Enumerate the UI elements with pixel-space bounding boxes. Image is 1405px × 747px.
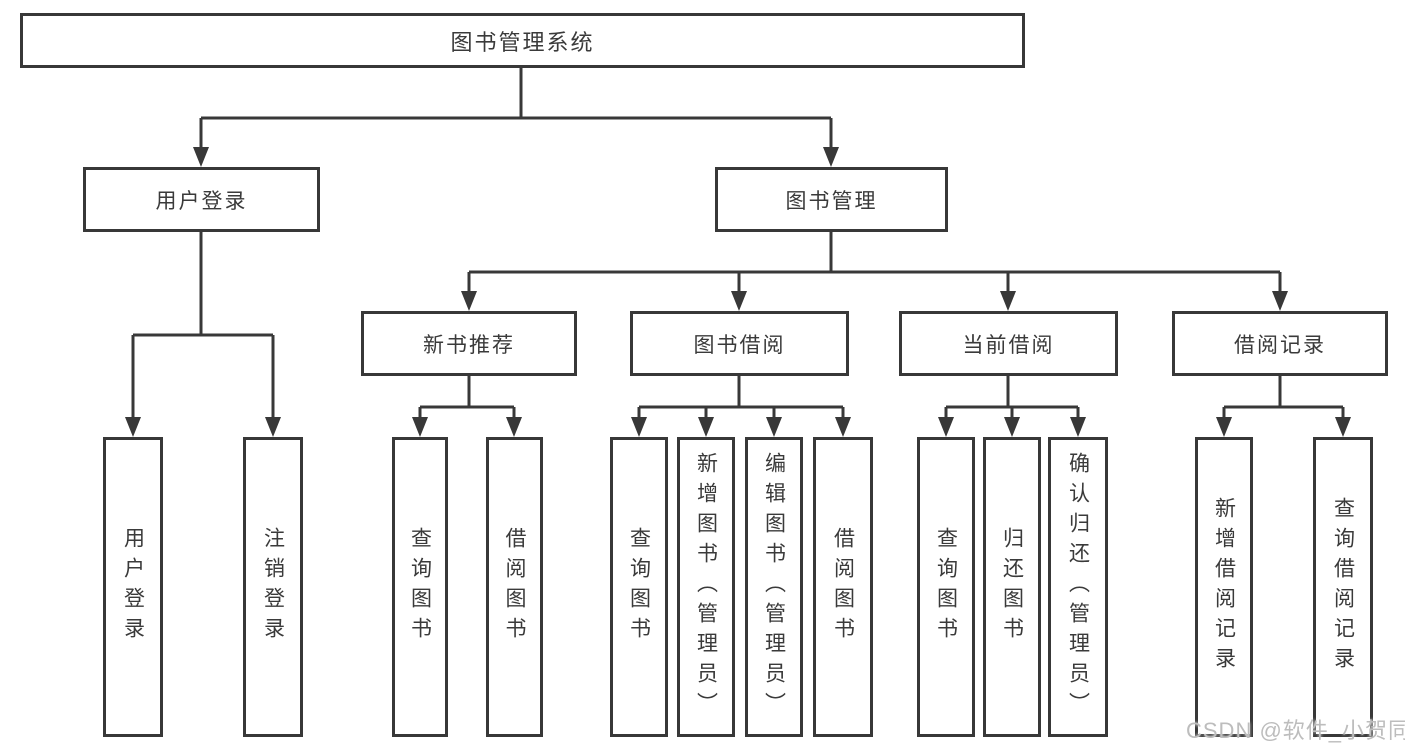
node-user-login: 用户登录 bbox=[83, 167, 320, 232]
node-borrow-records: 借阅记录 bbox=[1172, 311, 1388, 376]
node-leaf-query-book-borrow: 查询图书 bbox=[610, 437, 668, 737]
node-book-management-label: 图书管理 bbox=[785, 189, 878, 213]
node-leaf-return-book-label: 归还图书 bbox=[1000, 527, 1024, 647]
node-leaf-query-book-current: 查询图书 bbox=[917, 437, 975, 737]
node-leaf-query-borrow-record-label: 查询借阅记录 bbox=[1331, 497, 1355, 677]
node-leaf-borrow-book-recommend: 借阅图书 bbox=[486, 437, 543, 737]
node-user-login-label: 用户登录 bbox=[155, 189, 248, 213]
node-root: 图书管理系统 bbox=[20, 13, 1025, 68]
node-leaf-query-book-current-label: 查询图书 bbox=[934, 527, 958, 647]
node-new-book-recommend-label: 新书推荐 bbox=[423, 333, 515, 357]
node-current-borrow: 当前借阅 bbox=[899, 311, 1118, 376]
node-leaf-logout: 注销登录 bbox=[243, 437, 303, 737]
node-leaf-confirm-return-admin-label: 确认归还（管理员） bbox=[1066, 452, 1090, 722]
node-leaf-logout-label: 注销登录 bbox=[261, 527, 285, 647]
node-leaf-user-login-label: 用户登录 bbox=[121, 527, 145, 647]
node-current-borrow-label: 当前借阅 bbox=[962, 333, 1055, 357]
node-leaf-return-book: 归还图书 bbox=[983, 437, 1041, 737]
node-leaf-query-book-borrow-label: 查询图书 bbox=[627, 527, 651, 647]
csdn-watermark: CSDN @软件_小贺同学 bbox=[1186, 718, 1405, 743]
node-leaf-add-borrow-record: 新增借阅记录 bbox=[1195, 437, 1253, 737]
node-leaf-user-login: 用户登录 bbox=[103, 437, 163, 737]
node-book-borrow: 图书借阅 bbox=[630, 311, 849, 376]
node-new-book-recommend: 新书推荐 bbox=[361, 311, 577, 376]
node-leaf-query-book-recommend-label: 查询图书 bbox=[408, 527, 432, 647]
node-book-borrow-label: 图书借阅 bbox=[693, 333, 786, 357]
node-leaf-add-book-admin-label: 新增图书（管理员） bbox=[694, 452, 718, 722]
node-borrow-records-label: 借阅记录 bbox=[1234, 333, 1326, 357]
node-leaf-query-borrow-record: 查询借阅记录 bbox=[1313, 437, 1373, 737]
node-leaf-add-book-admin: 新增图书（管理员） bbox=[677, 437, 735, 737]
node-leaf-query-book-recommend: 查询图书 bbox=[392, 437, 448, 737]
node-leaf-edit-book-admin-label: 编辑图书（管理员） bbox=[762, 452, 786, 722]
node-leaf-borrow-book-label: 借阅图书 bbox=[831, 527, 855, 647]
node-leaf-edit-book-admin: 编辑图书（管理员） bbox=[745, 437, 803, 737]
node-leaf-confirm-return-admin: 确认归还（管理员） bbox=[1048, 437, 1108, 737]
node-leaf-borrow-book: 借阅图书 bbox=[813, 437, 873, 737]
node-leaf-add-borrow-record-label: 新增借阅记录 bbox=[1212, 497, 1236, 677]
node-root-label: 图书管理系统 bbox=[450, 29, 595, 55]
node-leaf-borrow-book-recommend-label: 借阅图书 bbox=[503, 527, 526, 647]
node-book-management: 图书管理 bbox=[715, 167, 948, 232]
